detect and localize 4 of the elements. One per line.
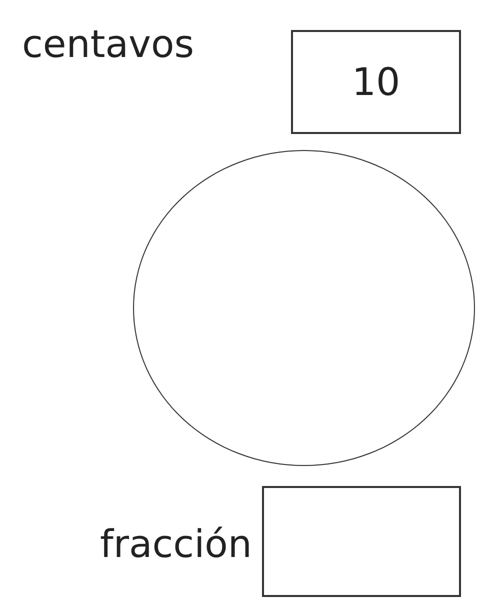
answer-box xyxy=(262,486,461,597)
label-text: fracción xyxy=(100,522,252,566)
number-box: 10 xyxy=(291,30,461,134)
label-text: centavos xyxy=(22,22,194,66)
